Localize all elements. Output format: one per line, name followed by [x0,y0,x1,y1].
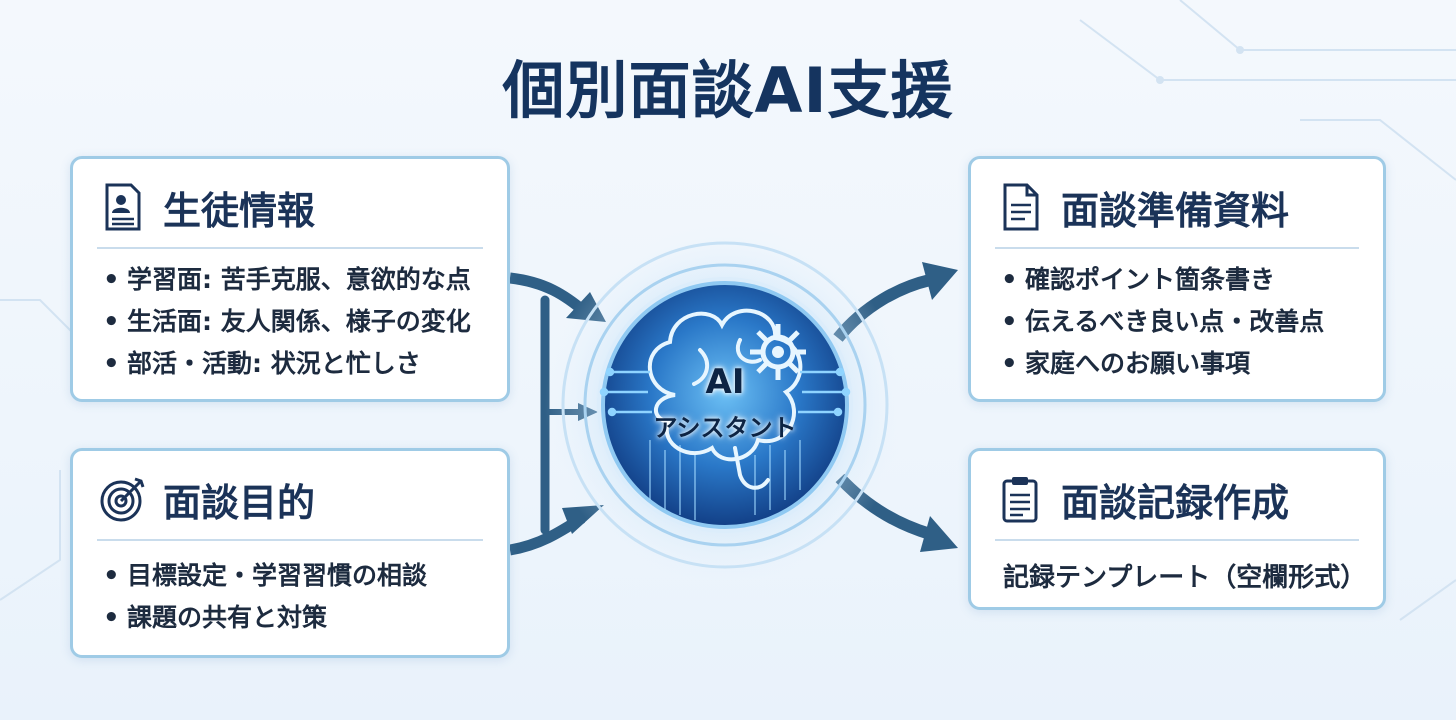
divider [995,539,1359,541]
ai-assistant-orb [545,225,905,585]
prep-materials-list: 確認ポイント箇条書き 伝えるべき良い点・改善点 家庭へのお願い事項 [1001,259,1324,385]
student-profile-document-icon [105,183,141,231]
list-item: 学習面: 苦手克服、意欲的な点 [103,259,471,301]
brain-icon [647,308,803,490]
arrowhead-prep [922,262,958,300]
purpose-title: 面談目的 [163,480,316,525]
list-item: 伝えるべき良い点・改善点 [1001,301,1324,343]
list-item: 家庭へのお願い事項 [1001,343,1324,385]
list-item: 部活・活動: 状況と忙しさ [103,343,471,385]
student-info-list: 学習面: 苦手克服、意欲的な点 生活面: 友人関係、様子の変化 部活・活動: 状… [103,259,471,385]
purpose-list: 目標設定・学習習慣の相談 課題の共有と対策 [103,555,427,639]
page-title: 個別面談AI支援 [502,54,954,127]
ai-label: AI [705,362,745,402]
gear-icon [750,324,806,380]
arrowhead-record [920,516,958,552]
list-item: 生活面: 友人関係、様子の変化 [103,301,471,343]
list-item: 確認ポイント箇条書き [1001,259,1324,301]
purpose-card: 面談目的 目標設定・学習習慣の相談 課題の共有と対策 [70,448,510,658]
student-info-title: 生徒情報 [163,188,316,233]
record-template-text: 記録テンプレート（空欄形式） [1003,563,1367,593]
clipboard-icon [1002,477,1038,523]
divider [97,247,483,249]
record-creation-title: 面談記録作成 [1061,480,1290,525]
divider [995,247,1359,249]
list-item: 目標設定・学習習慣の相談 [103,555,427,597]
prep-materials-card: 面談準備資料 確認ポイント箇条書き 伝えるべき良い点・改善点 家庭へのお願い事項 [968,156,1386,402]
target-icon [100,477,145,522]
assistant-label: アシスタント [653,414,797,442]
list-item: 課題の共有と対策 [103,597,427,639]
divider [97,539,483,541]
document-icon [1003,183,1039,231]
prep-materials-title: 面談準備資料 [1061,188,1290,233]
student-info-card: 生徒情報 学習面: 苦手克服、意欲的な点 生活面: 友人関係、様子の変化 部活・… [70,156,510,402]
record-creation-card: 面談記録作成 記録テンプレート（空欄形式） [968,448,1386,610]
